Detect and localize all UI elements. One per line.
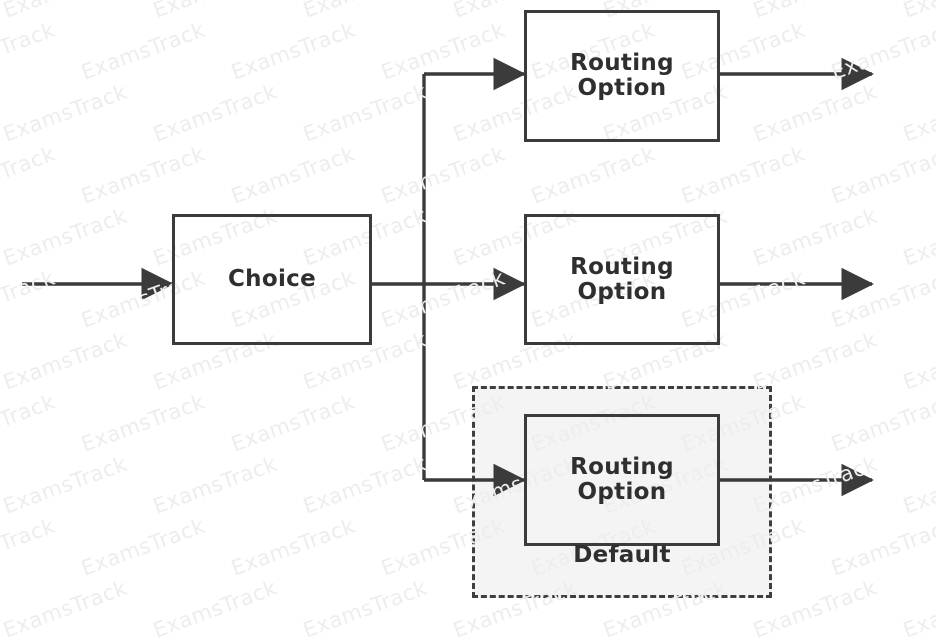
node-routing-option-3[interactable]: Routing Option: [524, 414, 720, 546]
node-routing-option-1-label: Routing Option: [570, 51, 674, 101]
node-choice-label: Choice: [228, 266, 316, 293]
label-line-1: Routing: [570, 50, 674, 77]
node-routing-option-3-label: Routing Option: [570, 455, 674, 505]
default-group-label: Default: [573, 542, 671, 568]
label-line-1: Routing: [570, 253, 674, 280]
node-choice[interactable]: Choice: [172, 214, 372, 345]
label-line-1: Routing: [570, 454, 674, 481]
node-routing-option-2-label: Routing Option: [570, 253, 674, 305]
node-routing-option-1[interactable]: Routing Option: [524, 10, 720, 142]
label-line-2: Option: [577, 479, 667, 505]
node-routing-option-2[interactable]: Routing Option: [524, 214, 720, 345]
label-line-2: Option: [577, 278, 667, 305]
label-line-2: Option: [577, 75, 667, 101]
